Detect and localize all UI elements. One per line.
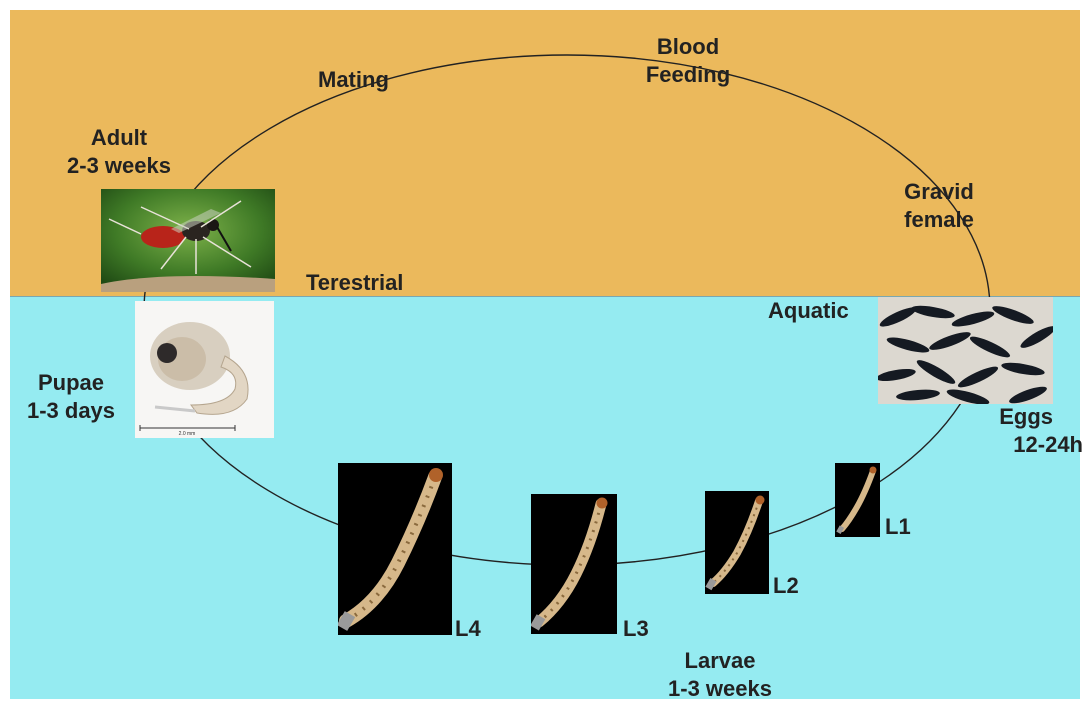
- pupae-label: Pupae 1-3 days: [6, 369, 136, 425]
- instar-l4-label: L4: [455, 615, 481, 643]
- terrestrial-label: Terestrial: [306, 269, 403, 297]
- scale-bar-label: 2.0 mm: [179, 431, 196, 437]
- eggs-line1: Eggs: [960, 403, 1083, 431]
- pupa-photo: 2.0 mm: [135, 301, 274, 438]
- pupae-line1: Pupae: [6, 369, 136, 397]
- larva-l2-photo: [705, 491, 769, 594]
- eggs-label: Eggs 12-24h: [960, 403, 1083, 459]
- larvae-line1: Larvae: [640, 647, 800, 675]
- blood-feeding-line2: Feeding: [618, 61, 758, 89]
- larva-l4-photo: [338, 463, 452, 635]
- adult-line1: Adult: [44, 124, 194, 152]
- eggs-line2: 12-24h: [960, 431, 1083, 459]
- pupae-line2: 1-3 days: [6, 397, 136, 425]
- gravid-female-label: Gravid female: [879, 178, 999, 234]
- gravid-female-line2: female: [879, 206, 999, 234]
- instar-l3-label: L3: [623, 615, 649, 643]
- instar-l2-label: L2: [773, 572, 799, 600]
- aquatic-label: Aquatic: [768, 297, 849, 325]
- larvae-line2: 1-3 weeks: [640, 675, 800, 703]
- eggs-photo: [878, 297, 1053, 404]
- adult-line2: 2-3 weeks: [44, 152, 194, 180]
- adult-label: Adult 2-3 weeks: [44, 124, 194, 180]
- larvae-label: Larvae 1-3 weeks: [640, 647, 800, 703]
- instar-l1-label: L1: [885, 513, 911, 541]
- mating-label: Mating: [318, 66, 389, 94]
- blood-feeding-line1: Blood: [618, 33, 758, 61]
- blood-feeding-label: Blood Feeding: [618, 33, 758, 89]
- gravid-female-line1: Gravid: [879, 178, 999, 206]
- adult-mosquito-photo: [101, 189, 275, 292]
- larva-l3-photo: [531, 494, 617, 634]
- larva-l1-photo: [835, 463, 880, 537]
